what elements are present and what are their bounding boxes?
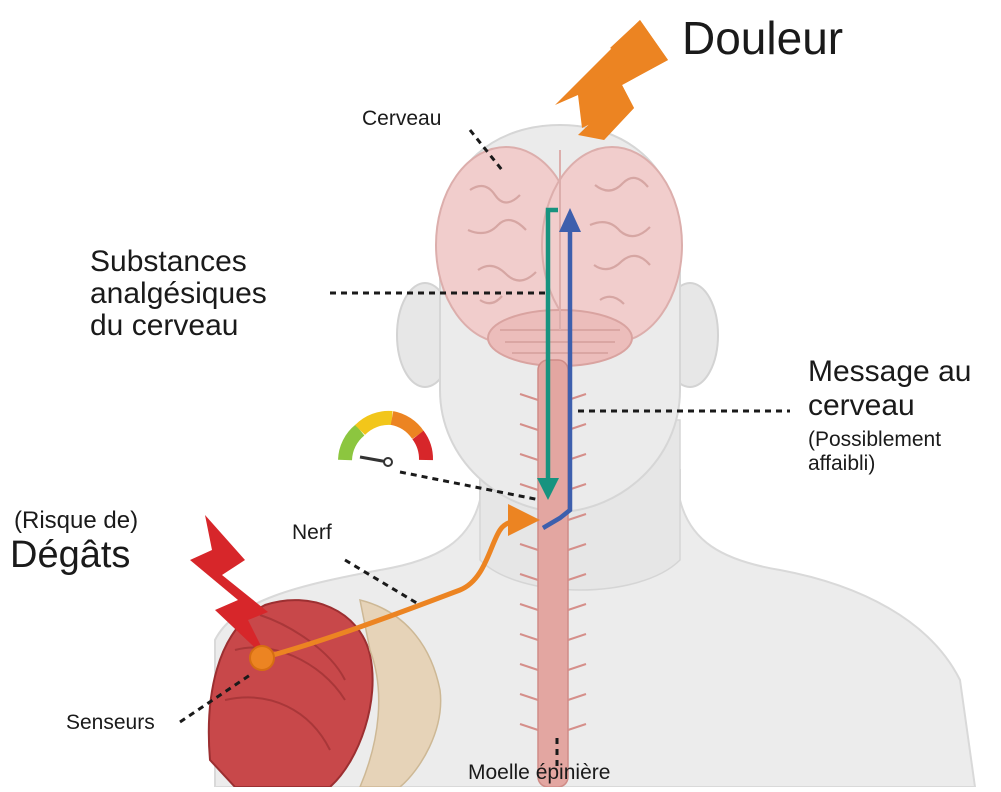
nerve-label: Nerf: [292, 522, 332, 544]
pain-label: Douleur: [682, 14, 843, 62]
message-note-line2: affaibli): [808, 452, 875, 476]
message-label-line1: Message au: [808, 356, 971, 388]
analgesic-label-line2: analgésiques: [90, 278, 267, 310]
analgesic-label-line3: du cerveau: [90, 310, 238, 342]
damage-risk-label: (Risque de): [14, 508, 138, 533]
pain-gauge-icon: [345, 418, 426, 466]
sensors-label: Senseurs: [66, 712, 155, 734]
brain-label: Cerveau: [362, 108, 441, 130]
sensor-dot: [250, 646, 274, 670]
spinal-cord-label: Moelle épinière: [468, 762, 610, 784]
message-label-line2: cerveau: [808, 390, 915, 422]
message-note-line1: (Possiblement: [808, 428, 941, 452]
damage-label: Dégâts: [10, 536, 130, 576]
analgesic-label-line1: Substances: [90, 246, 247, 278]
